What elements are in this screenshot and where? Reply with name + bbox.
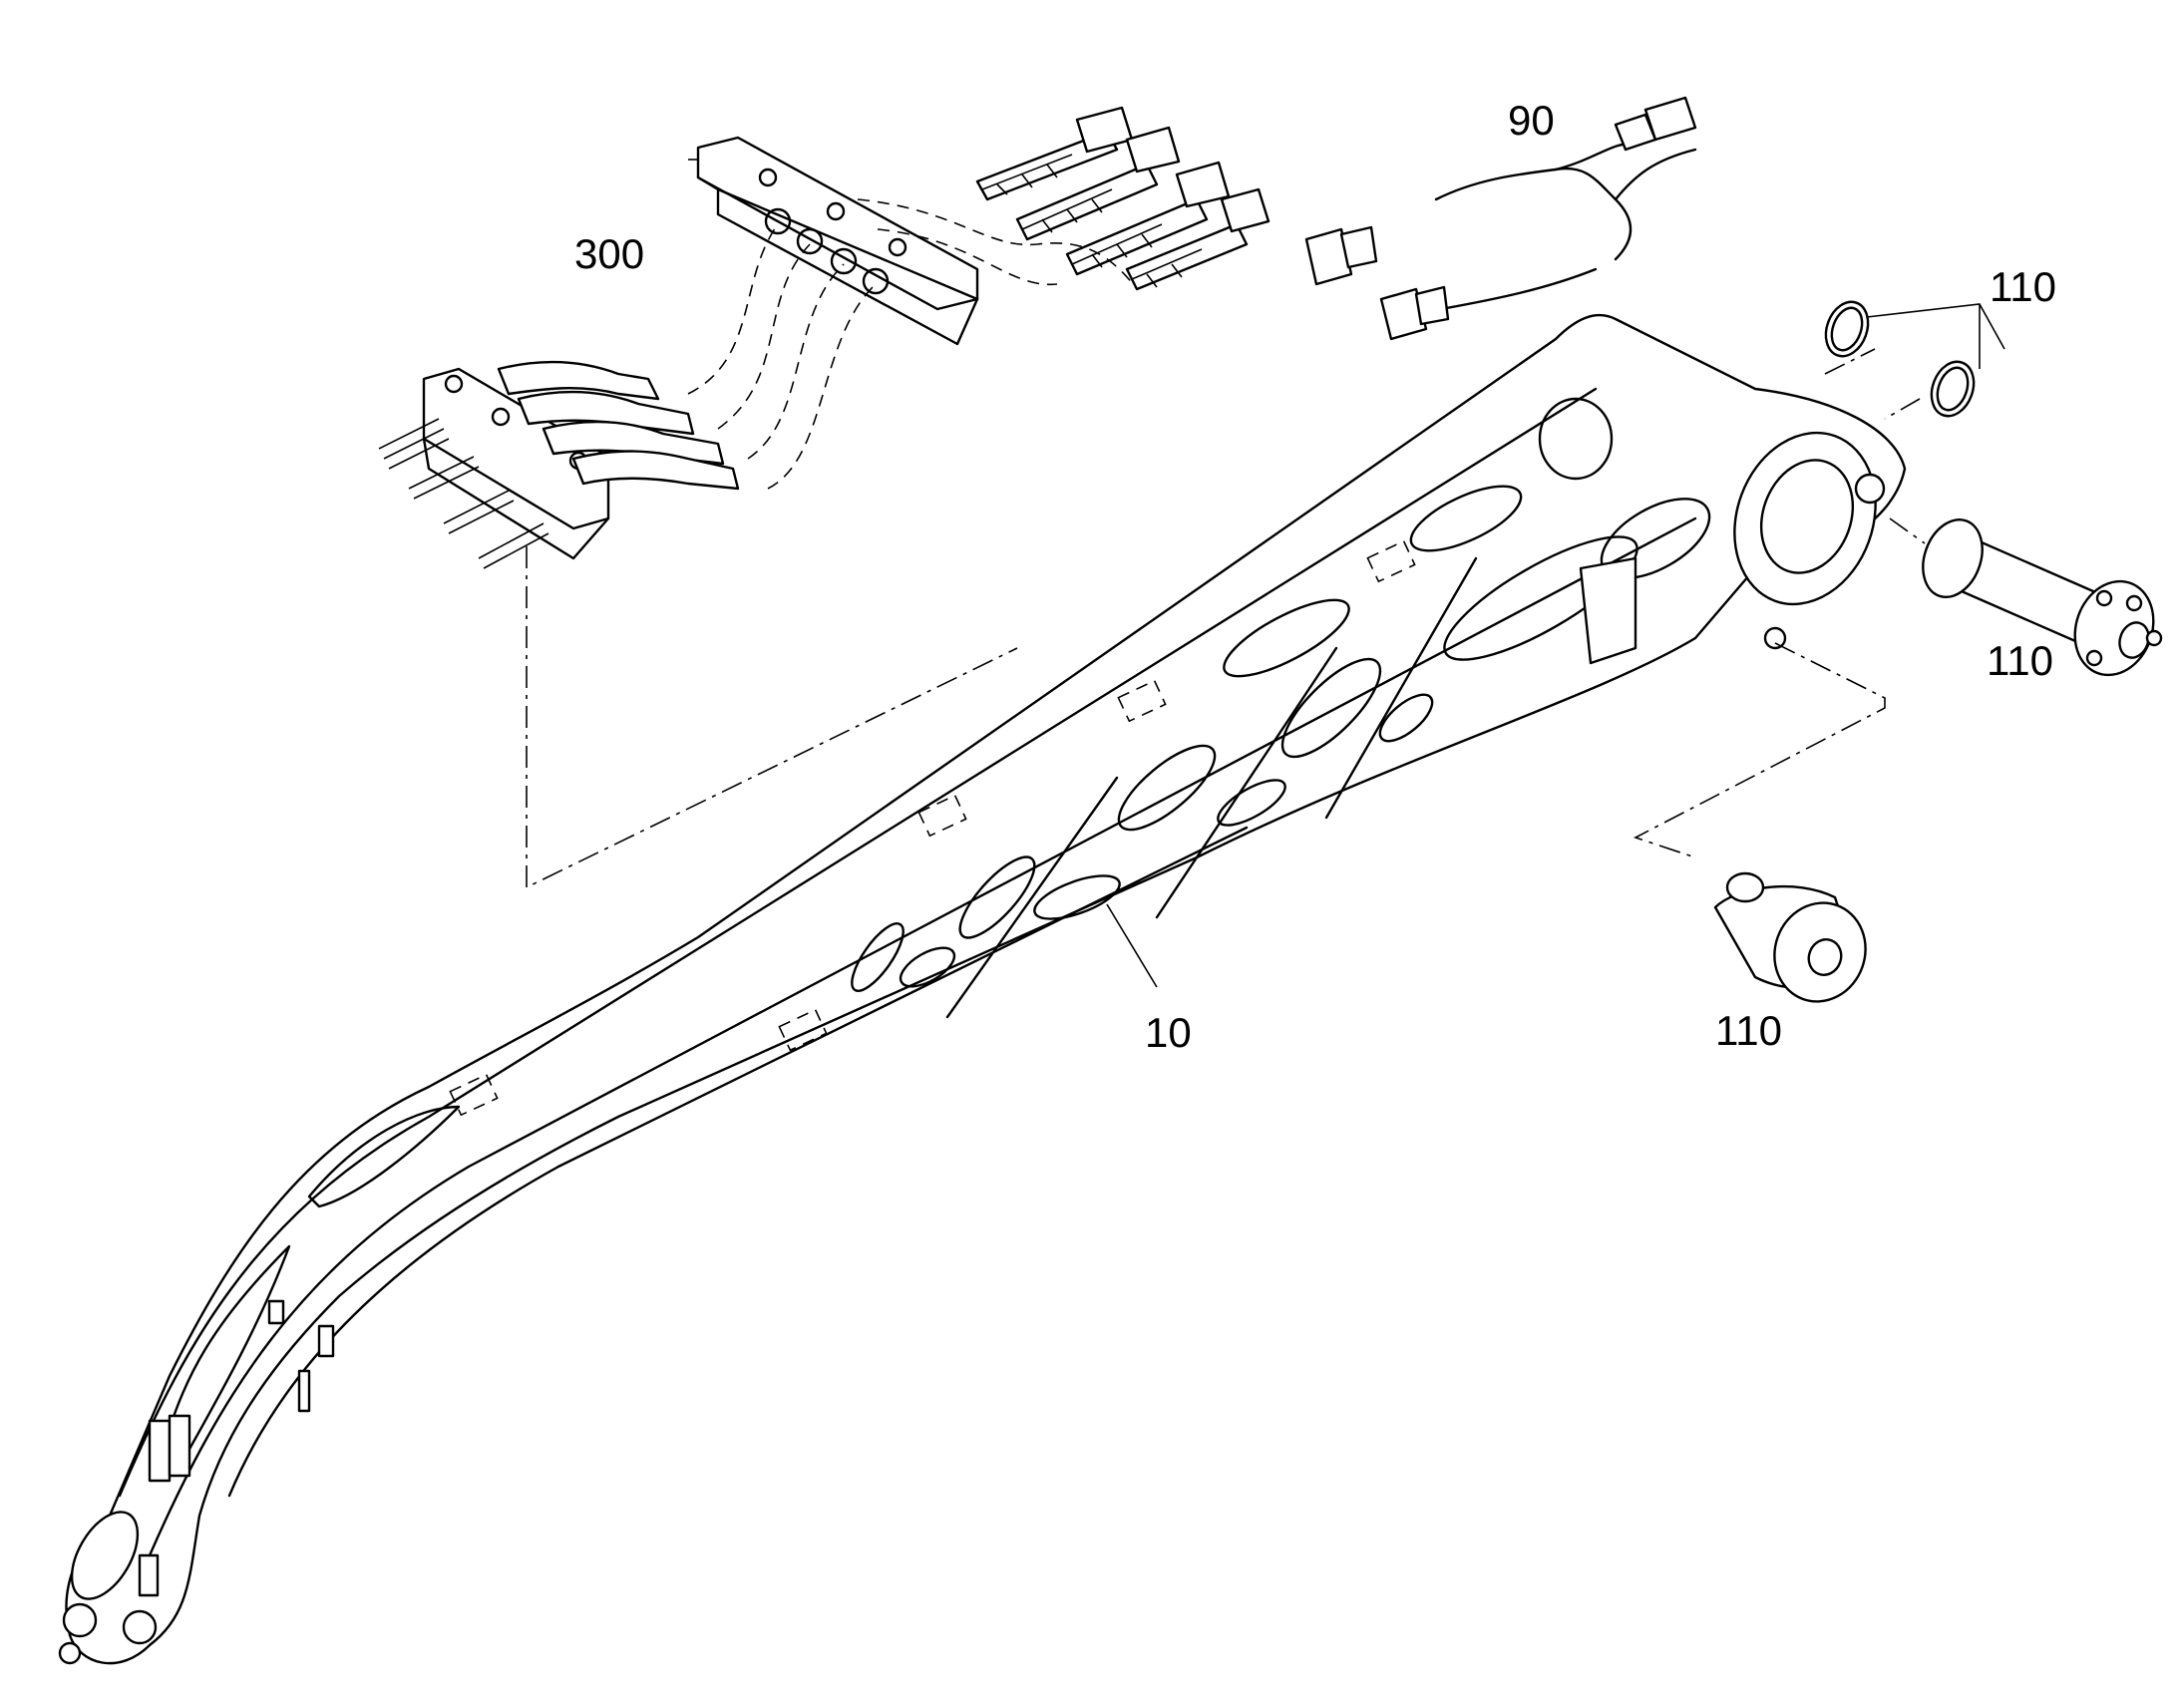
callout-110-pin-right: 110 bbox=[1987, 637, 2053, 684]
hose-adapter-fittings bbox=[975, 106, 1271, 291]
callout-10: 10 bbox=[1145, 1009, 1192, 1056]
callout-110-pin-lower: 110 bbox=[1715, 1007, 1782, 1054]
leader-10 bbox=[1106, 903, 1158, 988]
wiring-harness bbox=[1304, 96, 1697, 341]
boom-arm bbox=[58, 313, 1907, 1665]
callout-300: 300 bbox=[574, 230, 645, 277]
callout-90: 90 bbox=[1508, 97, 1555, 144]
callout-110-seals: 110 bbox=[1990, 263, 2056, 310]
hose-clamp-assembly bbox=[378, 106, 1271, 889]
hose-ends bbox=[378, 360, 740, 569]
pivot-pins-and-seals bbox=[1633, 300, 2163, 1003]
